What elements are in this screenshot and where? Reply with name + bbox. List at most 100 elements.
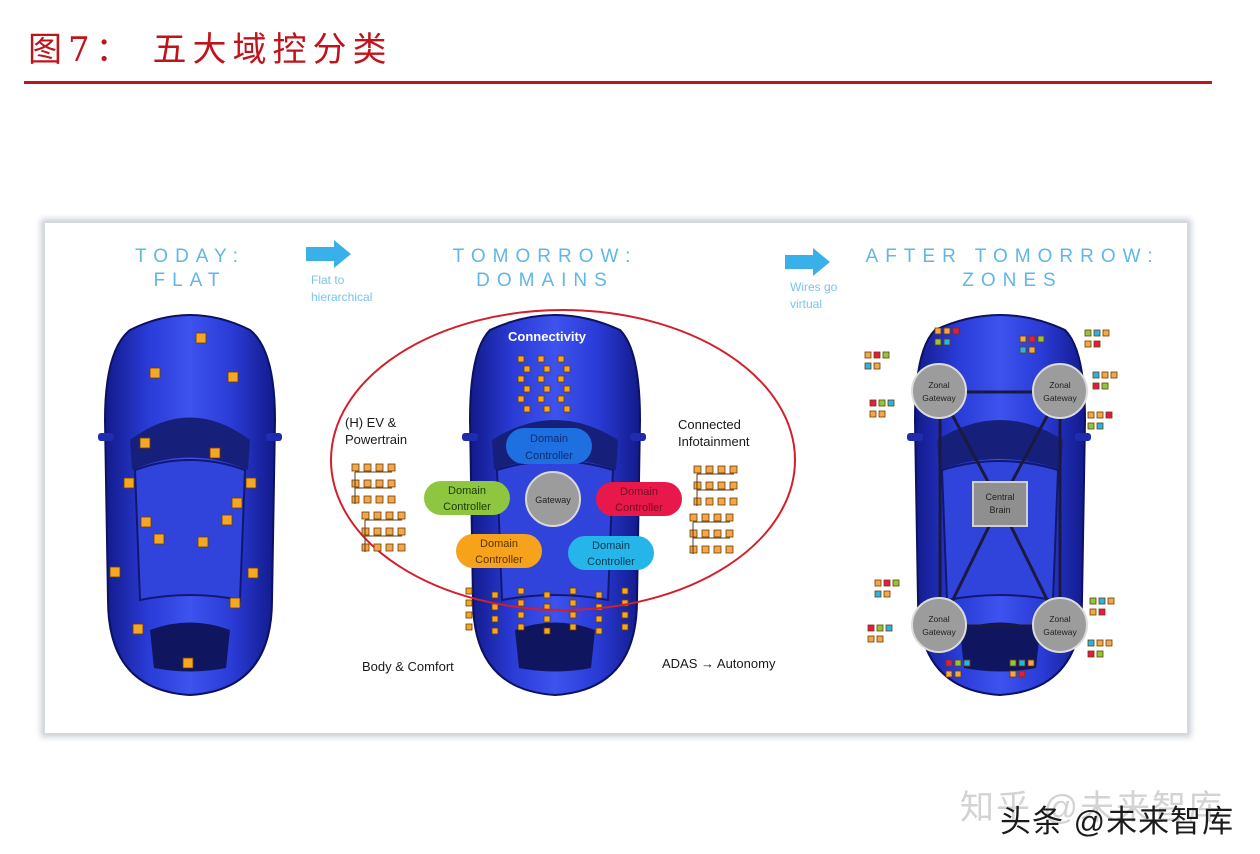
ecu-node xyxy=(221,514,233,526)
ecu-node xyxy=(227,371,239,383)
ecu-node xyxy=(182,657,194,669)
ecu-tree-node xyxy=(725,545,734,554)
ecu-node xyxy=(557,395,565,403)
ecu-node xyxy=(231,497,243,509)
title-divider xyxy=(24,81,1212,84)
zone-ecu-node xyxy=(878,410,886,418)
ecu-node xyxy=(523,405,531,413)
heading-flat: TODAY: FLAT xyxy=(110,245,270,293)
ecu-node xyxy=(465,611,473,619)
ecu-node xyxy=(517,599,525,607)
zone-ecu-node xyxy=(1037,335,1045,343)
ecu-node xyxy=(491,627,499,635)
ecu-node xyxy=(543,385,551,393)
ecu-tree-node xyxy=(701,529,710,538)
heading-flat-line2: FLAT xyxy=(153,270,227,291)
zone-ecu-node xyxy=(1098,597,1106,605)
zone-ecu-node xyxy=(1009,670,1017,678)
label-body-comfort: Body & Comfort xyxy=(362,659,454,674)
ecu-node xyxy=(537,395,545,403)
zone-ecu-node xyxy=(934,338,942,346)
zone-ecu-node xyxy=(882,351,890,359)
ecu-node xyxy=(139,437,151,449)
zone-ecu-node xyxy=(1092,382,1100,390)
ecu-tree-node xyxy=(373,527,382,536)
ecu-node xyxy=(465,587,473,595)
ecu-tree-node xyxy=(701,545,710,554)
zones-ecu-group xyxy=(864,327,1118,678)
zone-ecu-node xyxy=(864,362,872,370)
ecu-node xyxy=(491,591,499,599)
ecu-node xyxy=(621,587,629,595)
ecu-node xyxy=(537,355,545,363)
watermark-toutiao: 头条 @未来智库 xyxy=(1000,804,1235,839)
ecu-node xyxy=(491,603,499,611)
ecu-node xyxy=(543,591,551,599)
ecu-tree-line xyxy=(364,519,402,552)
ecu-tree-node xyxy=(705,465,714,474)
ecu-tree-node xyxy=(713,513,722,522)
ecu-node xyxy=(595,591,603,599)
label-connectivity: Connectivity xyxy=(508,329,587,344)
ecu-node xyxy=(517,587,525,595)
ecu-node xyxy=(195,332,207,344)
ecu-node xyxy=(537,375,545,383)
domains-ecu-group xyxy=(465,355,629,635)
ecu-tree-node xyxy=(717,497,726,506)
zone-ecu-node xyxy=(1102,329,1110,337)
zone-ecu-node xyxy=(934,327,942,335)
ecu-tree-node xyxy=(713,529,722,538)
zone-ecu-node xyxy=(873,362,881,370)
zone-ecu-node xyxy=(1027,659,1035,667)
ecu-node xyxy=(517,395,525,403)
zone-ecu-node xyxy=(1096,650,1104,658)
zone-ecu-node xyxy=(892,579,900,587)
ecu-tree-node xyxy=(713,545,722,554)
ecu-node xyxy=(523,365,531,373)
ecu-node xyxy=(595,627,603,635)
ecu-node xyxy=(543,627,551,635)
ecu-tree-node xyxy=(701,513,710,522)
zone-ecu-node xyxy=(869,410,877,418)
ecu-tree-node xyxy=(375,463,384,472)
ecu-tree-node xyxy=(387,463,396,472)
zone-ecu-node xyxy=(1107,597,1115,605)
ecu-node xyxy=(209,447,221,459)
zone-ecu-node xyxy=(1092,371,1100,379)
ecu-tree-node xyxy=(387,479,396,488)
zone-ecu-node xyxy=(952,327,960,335)
ecu-tree-node xyxy=(725,529,734,538)
car-flat xyxy=(98,314,282,697)
ecu-tree-node xyxy=(705,497,714,506)
ecu-tree-node xyxy=(361,511,370,520)
zone-ecu-node xyxy=(885,624,893,632)
ecu-tree-node xyxy=(729,497,738,506)
ecu-node xyxy=(557,375,565,383)
zone-ecu-node xyxy=(1019,346,1027,354)
ecu-node xyxy=(132,623,144,635)
zone-ecu-node xyxy=(876,624,884,632)
ecu-node xyxy=(517,355,525,363)
zone-ecu-node xyxy=(963,659,971,667)
transition-arrow-icon-1 xyxy=(306,240,351,268)
heading-zones-line2: ZONES xyxy=(962,270,1063,291)
ecu-node xyxy=(563,405,571,413)
zone-ecu-node xyxy=(874,579,882,587)
flat-ecu-group xyxy=(109,332,259,669)
label-ev-powertrain: (H) EV &Powertrain xyxy=(345,414,407,448)
ecu-tree-node xyxy=(693,465,702,474)
ecu-node xyxy=(109,566,121,578)
zone-ecu-node xyxy=(876,635,884,643)
zone-ecu-node xyxy=(1105,639,1113,647)
zone-ecu-node xyxy=(1096,422,1104,430)
ecu-node xyxy=(517,375,525,383)
ecu-tree-node xyxy=(397,527,406,536)
